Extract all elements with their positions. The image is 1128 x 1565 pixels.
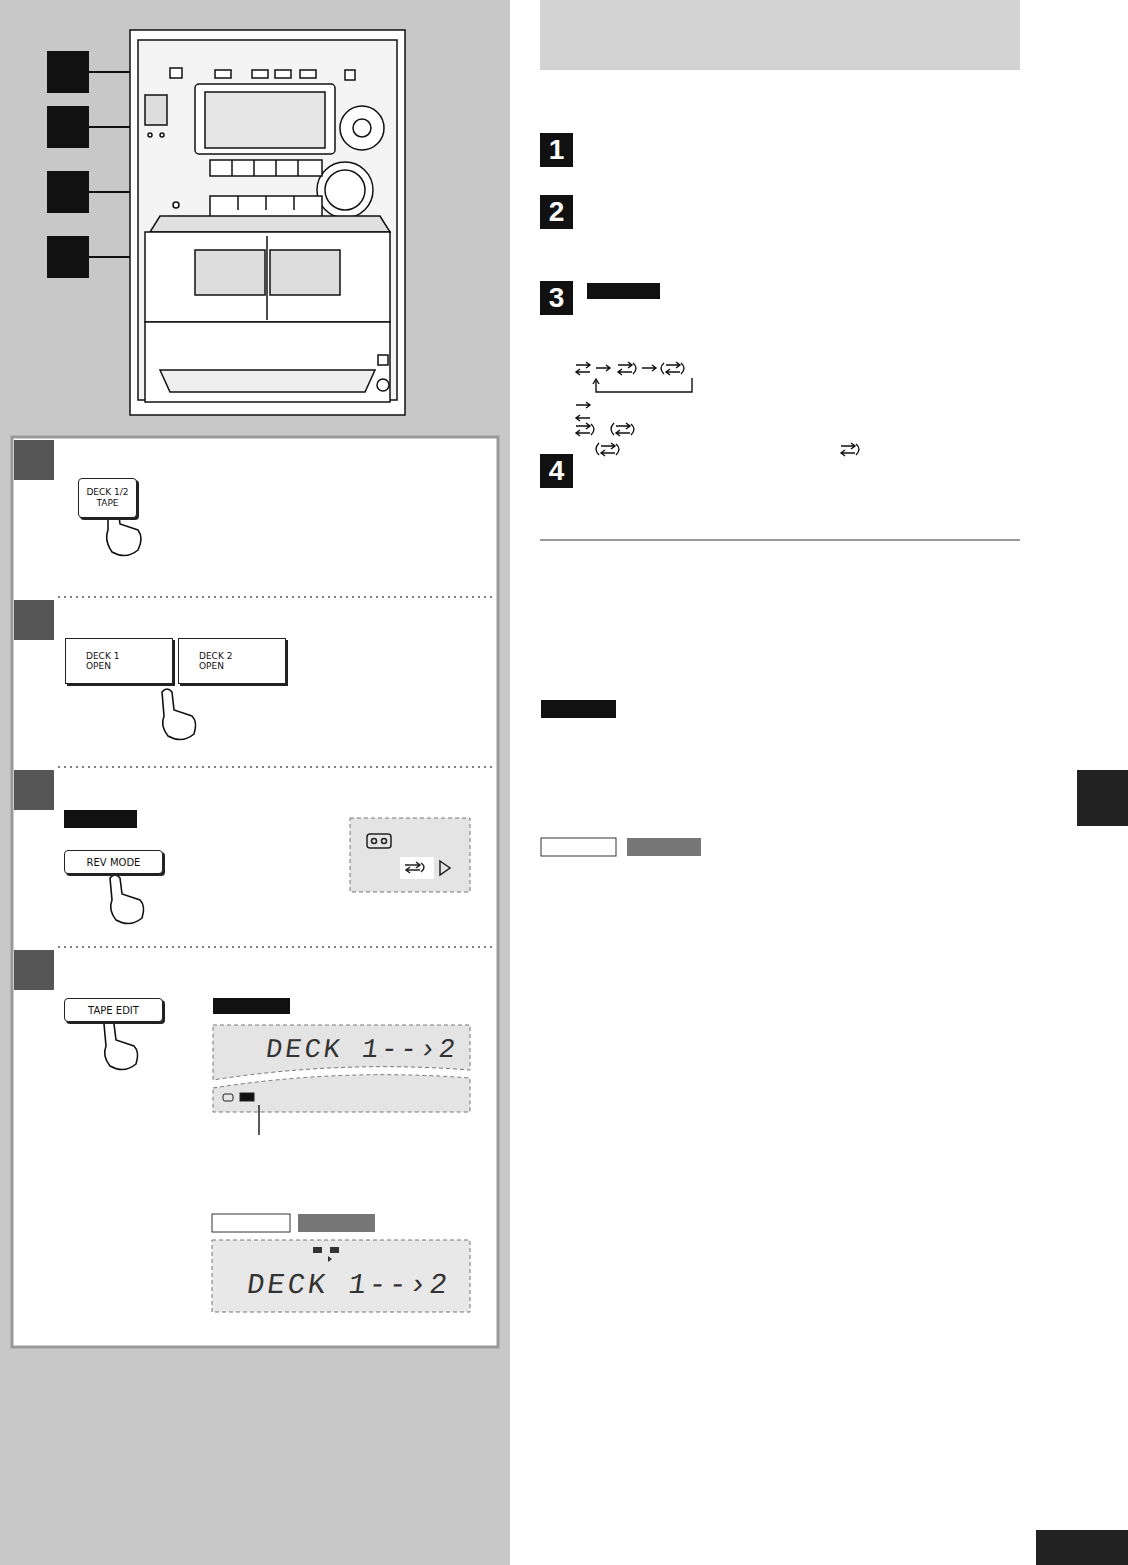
step-number-text: 2 [549, 197, 565, 227]
display-icon-box [350, 818, 470, 892]
rev-mode-button: REV MODE [64, 850, 163, 874]
display-readout: DECK 1--›2 [232, 1264, 464, 1308]
reverse-mode-sequence [576, 362, 859, 456]
step-dividers [58, 597, 495, 947]
left-panel-ground [0, 0, 510, 1565]
label-text: DECK 2 OPEN [199, 651, 239, 671]
grey-label [298, 1214, 375, 1232]
step-number: 4 [540, 454, 573, 488]
step-number: 1 [540, 133, 573, 167]
stereo-unit [130, 30, 405, 415]
white-label [541, 838, 616, 856]
label-text: DECK 1/2 [86, 487, 128, 498]
label-text: DECK 1--›2 [244, 1270, 451, 1302]
step-panel [12, 437, 498, 1347]
deck-open-button: DECK 1 OPEN [65, 638, 173, 684]
step-number-text: 4 [549, 456, 565, 486]
tape-edit-button: TAPE EDIT [64, 998, 163, 1022]
label-text: TAPE EDIT [88, 1005, 139, 1016]
display-panel-lower [213, 1075, 470, 1112]
display-panel-upper [213, 1025, 470, 1080]
deck-open-button: DECK 2 OPEN [178, 638, 286, 684]
display-indicators [313, 1247, 339, 1262]
label-text: DECK 1--›2 [264, 1034, 461, 1066]
display-indicators [223, 1093, 259, 1135]
page-number-box [1036, 1530, 1128, 1565]
step-markers [14, 440, 54, 990]
label-text: DECK 1 OPEN [86, 651, 126, 671]
tape-reverse-icon [367, 834, 450, 879]
step-number: 2 [540, 195, 573, 229]
step-number-text: 3 [549, 283, 565, 313]
grey-label [627, 838, 701, 856]
black-label [64, 810, 137, 828]
pointing-hands [104, 505, 196, 1070]
label-text: REV MODE [87, 857, 141, 868]
display-readout: DECK 1--›2 [252, 1028, 473, 1072]
rule-line [540, 539, 1020, 541]
header-band [540, 0, 1020, 70]
black-label [587, 283, 660, 299]
side-tab [1077, 770, 1128, 826]
black-label [541, 700, 616, 718]
white-label [212, 1214, 290, 1232]
step-number-text: 1 [549, 135, 565, 165]
tape-button: DECK 1/2TAPE [78, 478, 137, 518]
black-label [213, 998, 290, 1014]
label-text: TAPE [96, 498, 118, 509]
step-number: 3 [540, 281, 573, 315]
display-panel [212, 1240, 470, 1312]
